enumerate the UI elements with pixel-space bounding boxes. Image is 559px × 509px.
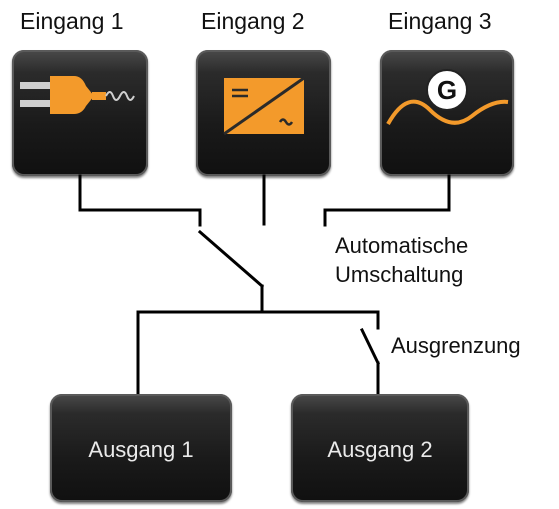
output-2-label: Ausgang 2 [327, 437, 433, 462]
auto-switch-blade [197, 229, 265, 289]
auto-switch-line1: Automatische [335, 233, 469, 258]
auto-switch-note: Automatische Umschaltung [335, 232, 468, 289]
generator-icon: G [386, 69, 509, 125]
input-2-tile[interactable] [196, 50, 331, 176]
auto-switch-line2: Umschaltung [335, 261, 464, 287]
generator-letter: G [437, 75, 457, 105]
input-3-label: Eingang 3 [388, 8, 492, 34]
plug-icon [20, 76, 135, 114]
output-1-tile[interactable]: Ausgang 1 [50, 394, 232, 502]
limit-note: Ausgrenzung [391, 333, 521, 358]
input-3-tile[interactable]: G [380, 50, 514, 176]
input-1-tile[interactable] [12, 50, 148, 176]
output-2-tile[interactable]: Ausgang 2 [291, 394, 469, 502]
inverter-icon [223, 76, 305, 136]
output-1-label: Ausgang 1 [88, 437, 194, 462]
input-2-label: Eingang 2 [201, 8, 305, 34]
input-1-label: Eingang 1 [20, 8, 124, 34]
limit-switch-blade [359, 327, 381, 366]
